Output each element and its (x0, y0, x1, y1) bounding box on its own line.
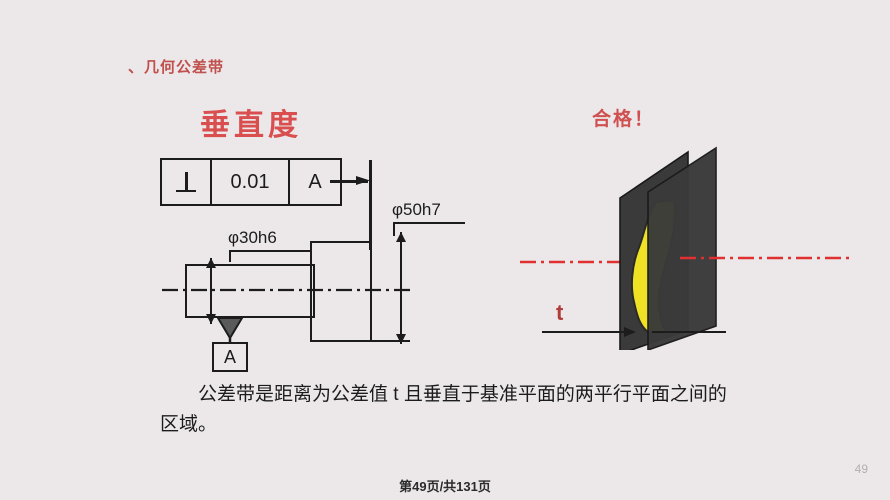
t-dimension-label: t (556, 300, 564, 325)
page-number: 49 (854, 462, 868, 476)
extension-line-bottom (368, 340, 410, 342)
result-label-qualified: 合格！ (592, 109, 656, 130)
description-text: 公差带是距离为公差值 t 且垂直于基准平面的两平行平面之间的区域。 (160, 384, 727, 435)
datum-label-box: A (212, 342, 248, 372)
tolerance-plane-front (647, 146, 717, 350)
dimension-leader-small (229, 250, 231, 262)
page-title: 垂直度 (200, 109, 302, 142)
shaft-large-diameter-flange (310, 241, 372, 342)
extension-line-top (369, 160, 372, 250)
section-title: 、几何公差带 (128, 59, 225, 76)
shaft-centerline (162, 288, 410, 292)
dimension-arrows-small (206, 258, 216, 324)
leader-line (330, 180, 368, 183)
footer-page-indicator: 第49页/共131页 (399, 479, 491, 494)
perpendicularity-icon (176, 172, 196, 192)
datum-reference-cell: A (308, 170, 322, 193)
t-dimension-arrow-left (624, 327, 636, 337)
dimension-leader-large (393, 222, 395, 236)
feature-control-frame: 0.01 A (160, 158, 342, 206)
dimension-arrows-large (396, 232, 406, 344)
dimension-label-small: φ30h6 (228, 228, 277, 247)
perpendicularity-symbol-cell (162, 160, 212, 204)
dimension-label-large: φ50h7 (392, 200, 441, 219)
dimension-underline-large (393, 222, 465, 224)
tolerance-value-cell: 0.01 (212, 160, 290, 204)
dimension-underline-small (229, 250, 311, 252)
tolerance-zone-illustration (520, 146, 850, 350)
leader-arrow-icon (356, 176, 370, 185)
